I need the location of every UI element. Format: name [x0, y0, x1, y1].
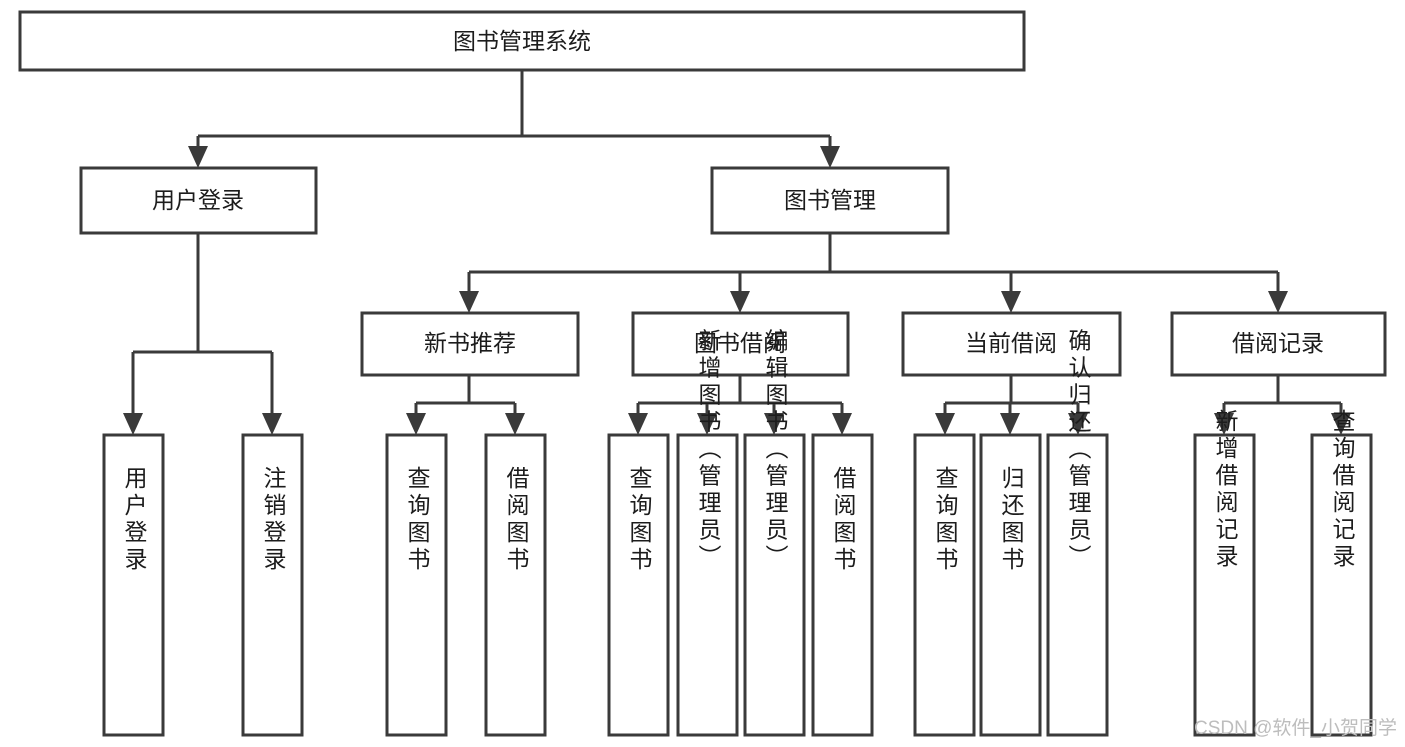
arrow-head-newbook-leaf-1 — [406, 413, 426, 435]
leaf-new-book-query-label: 查询图书 — [404, 466, 431, 574]
leaf-book-borrow-borrow-label: 借阅图书 — [830, 466, 857, 574]
leaf-new-book-query-box[interactable] — [385, 433, 448, 737]
arrow-head-borrowrecord-leaf-1 — [1214, 413, 1234, 435]
leaf-borrow-record-query-label: 查询借阅记录 — [1329, 409, 1356, 571]
leaf-user-login-logout-label: 注销登录 — [260, 466, 287, 574]
node-root-box[interactable] — [18, 10, 1026, 72]
leaf-borrow-record-query-box[interactable] — [1310, 433, 1373, 737]
leaf-current-borrow-confirm-box[interactable] — [1046, 433, 1109, 737]
leaf-book-borrow-add-label: 新增图书（管理员） — [695, 329, 722, 572]
leaf-current-borrow-confirm[interactable]: 确认归还（管理员） — [1046, 329, 1109, 737]
leaf-book-borrow-query[interactable]: 查询图书 — [607, 433, 670, 737]
leaf-book-borrow-add[interactable]: 新增图书（管理员） — [676, 329, 739, 737]
arrow-head-new-book — [459, 291, 479, 313]
leaf-current-borrow-confirm-label: 确认归还（管理员） — [1065, 329, 1092, 572]
leaf-current-borrow-query-box[interactable] — [913, 433, 976, 737]
leaf-user-login-login-label: 用户登录 — [121, 466, 148, 574]
node-book-manage-label: 图书管理 — [784, 187, 876, 213]
leaf-book-borrow-borrow-box[interactable] — [811, 433, 874, 737]
leaf-book-borrow-edit[interactable]: 编辑图书（管理员） — [743, 329, 806, 737]
arrow-head-borrow-record — [1268, 291, 1288, 313]
arrow-head-leaf-user-login — [123, 413, 143, 435]
arrow-head-borrowrecord-leaf-2 — [1331, 413, 1351, 435]
leaf-book-borrow-add-box[interactable] — [676, 433, 739, 737]
leaf-current-borrow-return-box[interactable] — [979, 433, 1042, 737]
node-user-login[interactable]: 用户登录 — [79, 166, 318, 235]
node-user-login-label: 用户登录 — [152, 187, 244, 213]
leaf-current-borrow-return[interactable]: 归还图书 — [979, 433, 1042, 737]
node-root[interactable]: 图书管理系统 — [18, 10, 1026, 72]
leaf-book-borrow-edit-box[interactable] — [743, 433, 806, 737]
node-borrow-record-box[interactable] — [1170, 311, 1387, 377]
node-new-book-recommend-label: 新书推荐 — [424, 330, 516, 356]
leaf-user-login-login-box[interactable] — [102, 433, 165, 737]
leaf-new-book-borrow-label: 借阅图书 — [503, 466, 530, 574]
arrow-head-newbook-leaf-2 — [505, 413, 525, 435]
leaf-user-login-login[interactable]: 用户登录 — [102, 433, 165, 737]
node-book-manage-box[interactable] — [710, 166, 950, 235]
leaf-user-login-logout-box[interactable] — [241, 433, 304, 737]
leaf-current-borrow-return-label: 归还图书 — [998, 466, 1025, 574]
node-book-borrow[interactable]: 图书借阅 — [631, 311, 850, 377]
leaf-borrow-record-add[interactable]: 新增借阅记录 — [1193, 409, 1256, 737]
node-current-borrow-label: 当前借阅 — [965, 330, 1057, 356]
node-book-borrow-label: 图书借阅 — [694, 330, 786, 356]
leaf-borrow-record-query[interactable]: 查询借阅记录 — [1310, 409, 1373, 737]
node-borrow-record[interactable]: 借阅记录 — [1170, 311, 1387, 377]
node-new-book-recommend-box[interactable] — [360, 311, 580, 377]
node-root-label: 图书管理系统 — [453, 28, 591, 54]
node-book-manage[interactable]: 图书管理 — [710, 166, 950, 235]
leaf-new-book-query[interactable]: 查询图书 — [385, 433, 448, 737]
arrow-head-bookborrow-leaf-1 — [628, 413, 648, 435]
arrow-head-bookborrow-leaf-4 — [832, 413, 852, 435]
arrow-head-current-borrow — [1001, 291, 1021, 313]
arrow-head-currentborrow-leaf-1 — [935, 413, 955, 435]
leaf-current-borrow-query[interactable]: 查询图书 — [913, 433, 976, 737]
leaf-new-book-borrow[interactable]: 借阅图书 — [484, 433, 547, 737]
leaf-current-borrow-query-label: 查询图书 — [932, 466, 959, 574]
connector-layer — [123, 70, 1351, 435]
arrow-head-book-borrow — [730, 291, 750, 313]
leaf-borrow-record-add-box[interactable] — [1193, 433, 1256, 737]
node-user-login-box[interactable] — [79, 166, 318, 235]
leaf-book-borrow-borrow[interactable]: 借阅图书 — [811, 433, 874, 737]
node-current-borrow-box[interactable] — [901, 311, 1122, 377]
node-borrow-record-label: 借阅记录 — [1232, 330, 1324, 356]
leaf-new-book-borrow-box[interactable] — [484, 433, 547, 737]
arrow-head-bookborrow-leaf-3 — [764, 413, 784, 435]
arrow-head-user-login — [188, 146, 208, 168]
leaf-borrow-record-add-label: 新增借阅记录 — [1212, 409, 1239, 571]
leaf-book-borrow-edit-label: 编辑图书（管理员） — [762, 329, 789, 572]
leaf-book-borrow-query-box[interactable] — [607, 433, 670, 737]
arrow-head-bookborrow-leaf-2 — [697, 413, 717, 435]
arrow-head-leaf-logout — [262, 413, 282, 435]
leaf-user-login-logout[interactable]: 注销登录 — [241, 433, 304, 737]
arrow-head-currentborrow-leaf-2 — [1000, 413, 1020, 435]
leaf-book-borrow-query-label: 查询图书 — [626, 466, 653, 574]
node-new-book-recommend[interactable]: 新书推荐 — [360, 311, 580, 377]
node-book-borrow-box[interactable] — [631, 311, 850, 377]
arrow-head-book-manage — [820, 146, 840, 168]
node-current-borrow[interactable]: 当前借阅 — [901, 311, 1122, 377]
arrow-head-currentborrow-leaf-3 — [1068, 413, 1088, 435]
